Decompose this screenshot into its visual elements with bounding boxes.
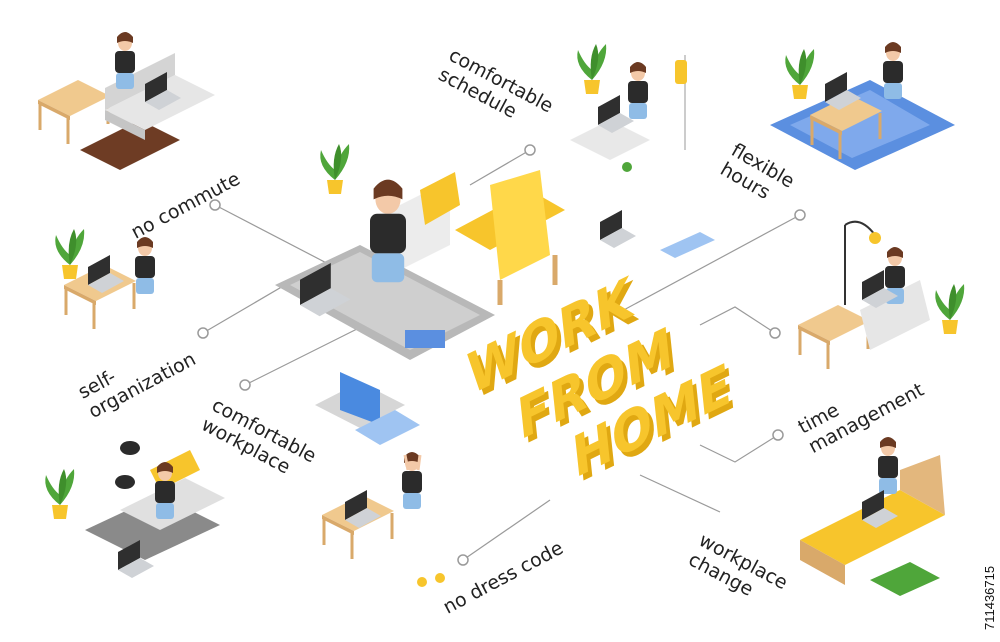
- side-id-text: 711436715: [982, 565, 997, 630]
- scene-center-workplace: [275, 144, 565, 360]
- work-from-home-letters: WORK WORK FROM FROM HOME HOME: [465, 263, 738, 496]
- scene-flexible: [770, 42, 955, 170]
- scene-stretch: [320, 452, 445, 587]
- scene-time-mgmt: [796, 220, 965, 371]
- scene-bed: [800, 437, 945, 596]
- connector-lines: [202, 149, 801, 561]
- scene-desk-left: [55, 229, 155, 331]
- scene-lying: [45, 441, 225, 578]
- connector-dots: [197, 144, 806, 566]
- side-id-strip: 711436715: [980, 0, 1000, 637]
- scene-sofa-relax: [36, 32, 215, 170]
- scene-laptop-desk: [315, 210, 715, 445]
- scene-schedule: [570, 44, 687, 172]
